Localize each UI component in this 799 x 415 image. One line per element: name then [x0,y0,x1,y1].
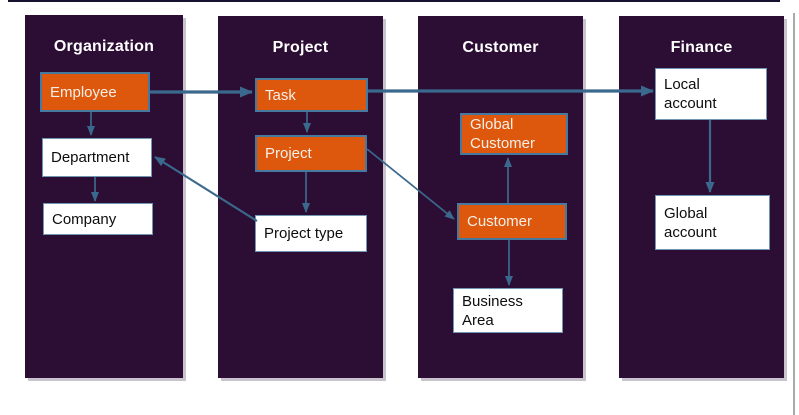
node-business-area: Business Area [453,288,563,333]
node-label-customer: Customer [467,213,533,230]
node-local-account: Local account [655,68,767,120]
node-global-account: Global account [655,195,770,250]
node-employee: Employee [40,72,150,112]
node-label-task: Task [265,86,296,104]
panel-organization: Organization [25,15,183,378]
node-label-global-account: Global account [664,204,717,241]
node-task: Task [255,78,368,112]
slide-top-border [8,0,780,2]
node-project: Project [255,135,367,172]
panel-title-organization: Organization [53,38,155,55]
slide-right-border [793,13,795,415]
node-company: Company [43,203,153,235]
node-label-department: Department [51,149,130,166]
panel-title-finance: Finance [670,39,733,56]
node-global-customer: Global Customer [460,113,568,155]
panel-title-customer: Customer [462,39,539,56]
node-department: Department [42,138,152,177]
panel-project: Project [218,16,383,378]
node-project-type: Project type [255,215,367,252]
node-customer: Customer [457,203,567,240]
node-label-local-account: Local account [664,76,717,112]
node-label-project: Project [265,145,312,162]
node-label-company: Company [52,210,117,228]
panel-title-project: Project [272,39,329,56]
node-label-global-customer: Global Customer [470,116,536,152]
node-label-employee: Employee [50,83,117,101]
node-label-project-type: Project type [264,225,344,242]
node-label-business-area: Business Area [462,292,523,329]
